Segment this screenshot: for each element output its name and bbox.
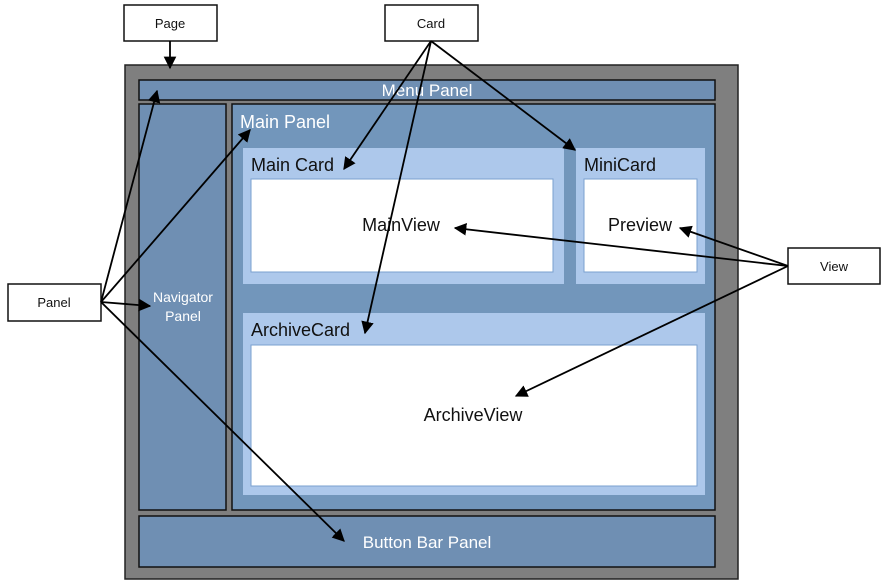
arrow-card-to-main-card (343, 40, 432, 171)
button-bar-panel-label: Button Bar Panel (363, 533, 492, 552)
arrow-panel-to-navigator (100, 298, 152, 312)
panel-callout-label: Panel (37, 295, 70, 310)
navigator-panel-label-line1: Navigator (153, 289, 213, 305)
navigator-panel-label-line2: Panel (165, 308, 201, 324)
archive-view (250, 344, 698, 487)
button-bar-panel (138, 515, 716, 568)
main-card-label: Main Card (251, 155, 334, 175)
arrow-view-to-preview (678, 225, 789, 267)
view-callout-label: View (820, 259, 849, 274)
arrow-card-to-minicard (430, 40, 577, 151)
preview-view-label: Preview (608, 215, 673, 235)
archive-view-label: ArchiveView (424, 405, 524, 425)
preview-view (583, 178, 698, 273)
view-callout-box (787, 247, 881, 285)
archive-card-label: ArchiveCard (251, 320, 350, 340)
mini-card-label: MiniCard (584, 155, 656, 175)
menu-panel (138, 79, 716, 101)
arrow-view-to-archiveview (514, 265, 789, 397)
arrow-card-to-archivecard (361, 40, 432, 335)
main-view-label: MainView (362, 215, 441, 235)
arrow-panel-to-button-bar (100, 301, 345, 542)
menu-panel-label: Menu Panel (382, 81, 473, 100)
main-panel-label: Main Panel (240, 112, 330, 132)
main-view (250, 178, 554, 273)
arrow-panel-to-menu (100, 89, 161, 303)
arrow-view-to-mainview (453, 223, 789, 267)
arrow-panel-to-main (100, 129, 251, 303)
panel-callout-box (7, 283, 102, 322)
card-callout-label: Card (417, 16, 445, 31)
navigator-panel (138, 103, 227, 511)
connector-arrows (100, 40, 789, 542)
page-callout-box (123, 4, 218, 42)
page-callout-label: Page (155, 16, 185, 31)
